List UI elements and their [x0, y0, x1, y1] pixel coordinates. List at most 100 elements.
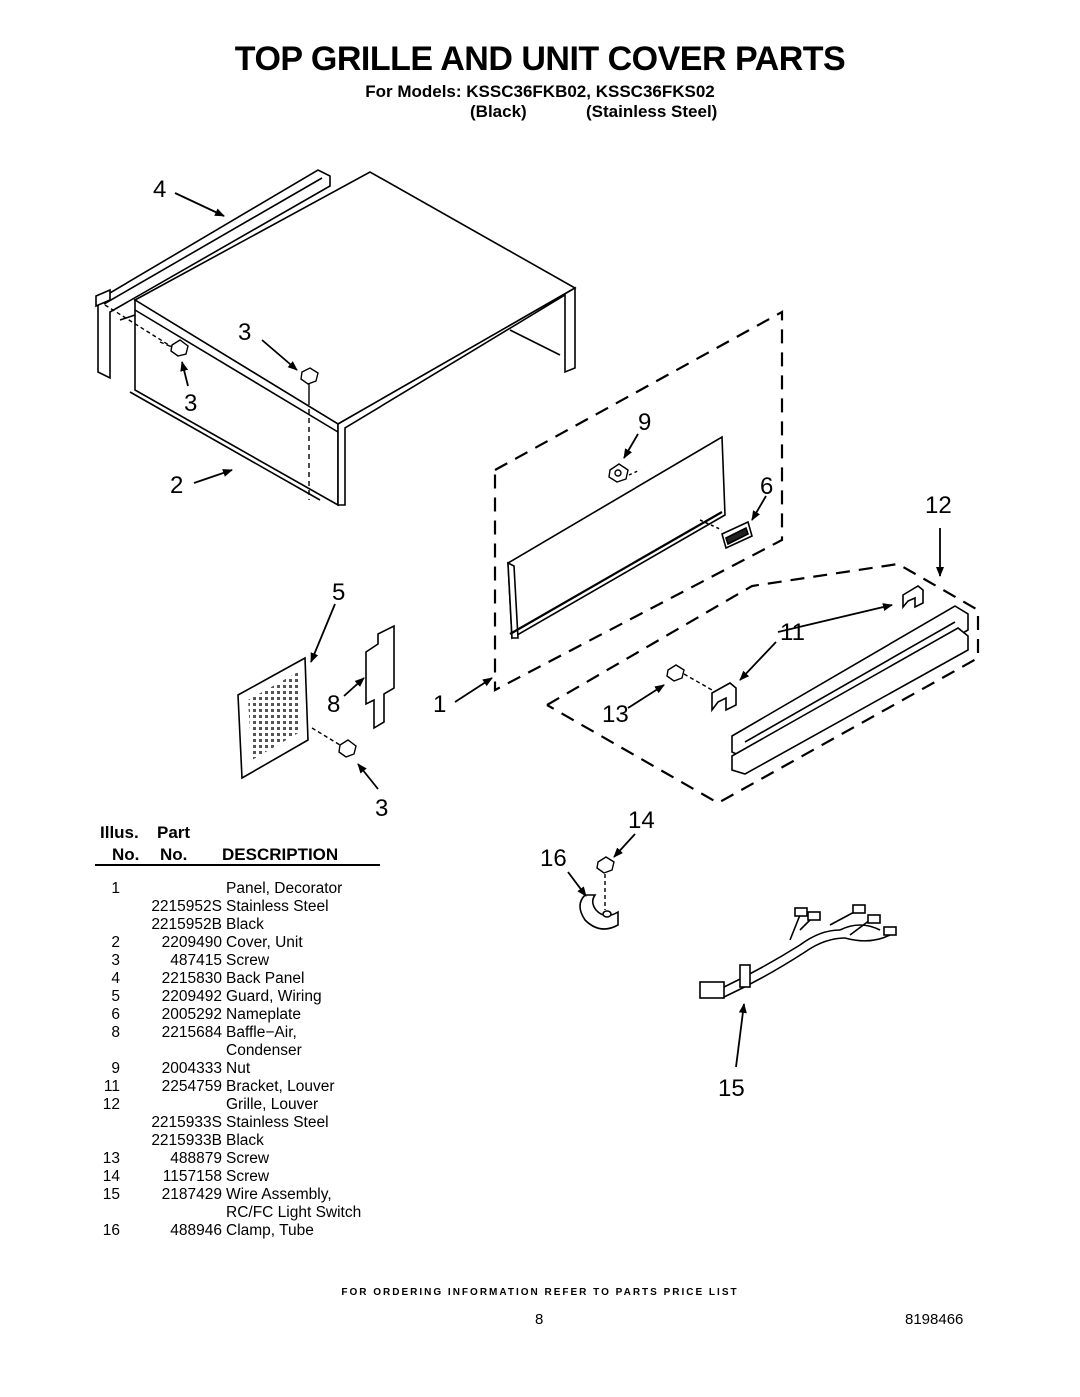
- illus-no: 2: [111, 934, 120, 951]
- baffle-air-part: [365, 624, 395, 730]
- grille-group-outline: [546, 562, 980, 805]
- callout-6: 6: [760, 473, 773, 500]
- part-no: 2254759: [161, 1078, 222, 1095]
- part-no: 2215952S: [151, 898, 222, 915]
- part-description: Wire Assembly,: [226, 1186, 332, 1203]
- part-no: 2209492: [161, 988, 222, 1005]
- part-description: Guard, Wiring: [226, 988, 322, 1005]
- table-head-illus-no: No.: [112, 845, 140, 864]
- illus-no: 9: [111, 1060, 120, 1077]
- unit-cover-part: [119, 171, 577, 507]
- illus-no: 16: [102, 1222, 120, 1239]
- table-head-part-no: No.: [160, 845, 188, 864]
- illus-no: 6: [111, 1006, 120, 1023]
- page-number: 8: [535, 1311, 544, 1328]
- part-no: 2215933S: [151, 1114, 222, 1131]
- callout-12: 12: [925, 492, 952, 519]
- part-description: Clamp, Tube: [226, 1222, 314, 1239]
- callout-2: 2: [170, 472, 183, 499]
- illus-no: 12: [102, 1096, 120, 1113]
- back-panel-part: [95, 169, 331, 380]
- decorator-panel-group-outline: [493, 310, 784, 692]
- table-head-part: Part: [157, 823, 191, 842]
- illus-no: 8: [111, 1024, 120, 1041]
- part-no: 2215830: [161, 970, 222, 987]
- part-no: 1157158: [162, 1168, 222, 1185]
- callout-9: 9: [638, 409, 651, 436]
- screw-part-3a: [104, 304, 189, 357]
- part-description: Bracket, Louver: [226, 1078, 335, 1095]
- illus-no: 15: [102, 1186, 120, 1203]
- callout-14: 14: [628, 807, 655, 834]
- part-description: Black: [226, 1132, 264, 1149]
- part-no: 2215952B: [151, 916, 222, 933]
- louver-bracket-part: [711, 585, 924, 713]
- callout-3-top: 3: [238, 319, 251, 346]
- variant-stainless-label: (Stainless Steel): [586, 102, 718, 121]
- part-no: 2005292: [161, 1006, 222, 1023]
- illus-no: 4: [111, 970, 120, 987]
- callout-1: 1: [433, 691, 446, 718]
- illus-no: 11: [103, 1078, 120, 1095]
- part-no: 487415: [170, 952, 222, 969]
- screw-part-3c: [311, 727, 357, 758]
- callout-3-left: 3: [184, 390, 197, 417]
- part-description: Stainless Steel: [226, 898, 329, 915]
- callout-11: 11: [780, 619, 805, 646]
- part-description: Back Panel: [226, 970, 305, 987]
- nameplate-part: [699, 519, 753, 550]
- part-no: 2215933B: [151, 1132, 222, 1149]
- part-description: Nut: [226, 1060, 251, 1077]
- leader-lines: [174, 192, 944, 1068]
- callout-3-bottom: 3: [375, 795, 388, 822]
- part-no: 2215684: [161, 1024, 222, 1041]
- part-description: Panel, Decorator: [226, 880, 343, 897]
- table-header-rule: [95, 864, 380, 866]
- callout-numbers: 4 3 3 2 9 6 12 5 8 1 11 13 3 14 16 15: [153, 176, 952, 1102]
- models-line: For Models: KSSC36FKB02, KSSC36FKS02: [365, 82, 715, 101]
- part-description: Screw: [226, 1168, 270, 1185]
- wire-assembly-part: [699, 904, 897, 999]
- part-no: 488946: [170, 1222, 222, 1239]
- nut-part: [608, 463, 641, 483]
- variant-black-label: (Black): [470, 102, 527, 121]
- callout-15: 15: [718, 1075, 745, 1102]
- screw-part-13: [666, 664, 713, 691]
- callout-8: 8: [327, 691, 340, 718]
- part-description: Screw: [226, 1150, 270, 1167]
- screw-part-3b: [300, 367, 319, 500]
- louver-grille-part: [731, 605, 969, 775]
- part-no: 2187429: [161, 1186, 222, 1203]
- part-description: RC/FC Light Switch: [226, 1204, 362, 1221]
- part-description: Grille, Louver: [226, 1096, 319, 1113]
- wiring-guard-part: [237, 656, 309, 780]
- callout-4: 4: [153, 176, 166, 203]
- part-description: Cover, Unit: [226, 934, 303, 951]
- document-number: 8198466: [905, 1311, 964, 1328]
- table-head-illus: Illus.: [100, 823, 139, 842]
- callout-16: 16: [540, 845, 567, 872]
- part-description: Black: [226, 916, 264, 933]
- part-description: Baffle−Air,: [226, 1024, 297, 1041]
- table-head-description: DESCRIPTION: [222, 845, 339, 864]
- decorator-panel-part: [507, 435, 726, 640]
- callout-5: 5: [332, 579, 345, 606]
- part-description: Stainless Steel: [226, 1114, 329, 1131]
- ordering-note: FOR ORDERING INFORMATION REFER TO PARTS …: [341, 1287, 739, 1298]
- illus-no: 5: [111, 988, 120, 1005]
- illus-no: 14: [102, 1168, 120, 1185]
- illus-no: 1: [111, 880, 120, 897]
- part-no: 488879: [170, 1150, 222, 1167]
- part-description: Condenser: [226, 1042, 302, 1059]
- illus-no: 13: [102, 1150, 120, 1167]
- tube-clamp-part: [579, 894, 619, 930]
- part-description: Screw: [226, 952, 270, 969]
- part-no: 2004333: [161, 1060, 222, 1077]
- illus-no: 3: [111, 952, 120, 969]
- part-description: Nameplate: [226, 1006, 301, 1023]
- callout-13: 13: [602, 701, 629, 728]
- page-title: TOP GRILLE AND UNIT COVER PARTS: [234, 40, 846, 78]
- screw-part-14: [596, 856, 615, 910]
- part-no: 2209490: [161, 934, 222, 951]
